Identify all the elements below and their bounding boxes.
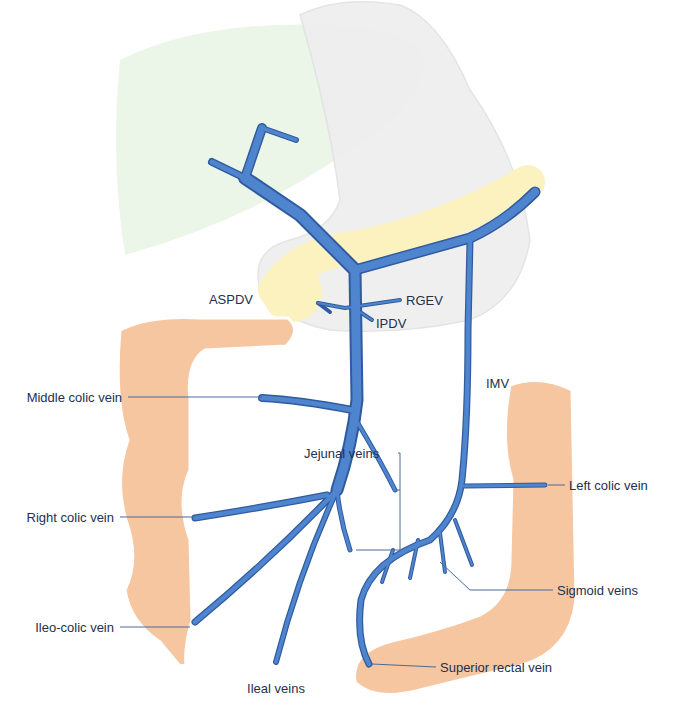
vein-label: Middle colic vein bbox=[25, 390, 124, 405]
vein-label: IPDV bbox=[374, 316, 408, 331]
vein-label: ASPDV bbox=[207, 292, 255, 307]
vein-label: Superior rectal vein bbox=[438, 660, 554, 675]
vein-label: RGEV bbox=[404, 293, 445, 308]
vein-label: Ileal veins bbox=[245, 681, 307, 696]
vein-label: Ileo-colic vein bbox=[33, 620, 116, 635]
veins bbox=[195, 128, 545, 664]
vein-label: Sigmoid veins bbox=[555, 583, 640, 598]
vein-label: IMV bbox=[484, 376, 511, 391]
pancreas bbox=[262, 182, 528, 322]
vein-label: Right colic vein bbox=[25, 510, 116, 525]
stomach-outline bbox=[258, 2, 530, 332]
vein-label: Jejunal veins bbox=[302, 446, 381, 461]
vein-label: Left colic vein bbox=[567, 478, 650, 493]
leader-lines bbox=[120, 397, 565, 667]
